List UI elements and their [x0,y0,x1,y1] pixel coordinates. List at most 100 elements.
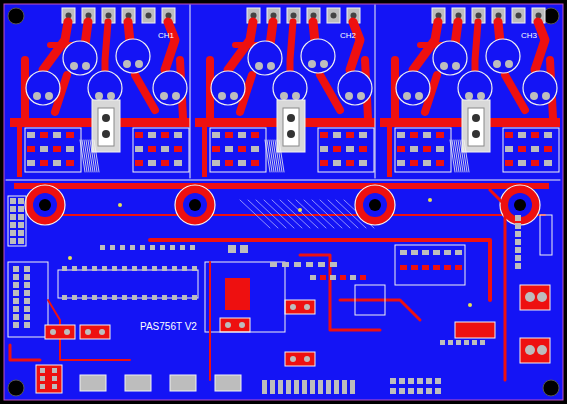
header-pin [140,245,145,250]
ic-pin [142,295,147,300]
drill-hole [102,114,110,122]
power-terminal [25,185,65,225]
copper-trace [300,255,380,330]
smd-pad [135,146,143,152]
smd-pad [410,132,418,138]
smd-pad [320,160,328,166]
smd-pad [436,132,444,138]
copper-trace [505,75,525,110]
header-pin [130,245,135,250]
ic-pin [162,295,167,300]
copper-trace [350,22,360,70]
terminal-pad [327,8,340,23]
transistor-body [92,100,120,152]
capacitor-pad [452,62,460,70]
connector-block [80,325,110,339]
mounting-hole [8,8,24,24]
smd-pad [27,160,35,166]
connector-pin [525,345,535,355]
smd-pad [212,146,220,152]
capacitor-pad [530,92,538,100]
ic-pin [142,266,147,271]
capacitor-pad [255,62,263,70]
smd-pad [212,160,220,166]
smd-pad [318,262,325,267]
header-pin [10,206,16,212]
smd-pad [238,146,246,152]
edge-pin [318,380,323,394]
smd-pad [320,275,326,280]
connector-pin [239,322,245,328]
copper-trace [490,190,505,380]
smd-pad [360,275,366,280]
transistor-tab [468,108,484,146]
capacitor-pad [230,92,238,100]
smd-pad [422,265,429,270]
smd-pad [350,275,356,280]
connector-pin [52,384,57,389]
header-pin [18,222,24,228]
transistor-body [462,100,490,152]
signal-trace [272,200,302,228]
drill-hole [39,199,51,211]
silkscreen-divider [6,180,560,181]
connector-pin [64,329,70,335]
silkscreen-outline [25,128,81,172]
smd-pad [135,132,143,138]
copper-trace [150,240,490,300]
smd-pad [359,160,367,166]
smd-pad [411,250,418,255]
header-pin [408,388,414,394]
smd-pad [423,160,431,166]
ic-pin [132,266,137,271]
ic-pin [82,295,87,300]
test-point [468,303,472,307]
silkscreen-label-box: CH3 [521,24,537,42]
header-pin [10,238,16,244]
edge-pin [286,380,291,394]
smd-pad [422,250,429,255]
header-pin [515,215,521,221]
smd-pad [340,275,346,280]
header-pin [390,388,396,394]
header-pin [24,314,30,320]
header-pin [160,245,165,250]
smd-pad [238,160,246,166]
silkscreen-outline [205,262,285,332]
ic-pin [172,266,177,271]
smd-pad [410,160,418,166]
ic-pin [192,295,197,300]
mounting-hole [8,380,24,396]
silkscreen-outline [503,128,559,172]
copper-trace [165,22,175,70]
switch-pad [80,375,106,391]
header-pin [13,322,19,328]
smd-pad [455,265,462,270]
smd-pad [40,160,48,166]
smd-pad [444,265,451,270]
edge-pin [278,380,283,394]
header-pin [515,239,521,245]
copper-trace [535,22,545,70]
header-pin [515,247,521,253]
smd-pad [505,160,513,166]
drill-hole [287,114,295,122]
capacitor-outline [396,71,430,105]
header-pin [18,238,24,244]
header-pin [10,222,16,228]
signal-trace [312,200,342,228]
ic-pin [72,266,77,271]
smd-pad [333,160,341,166]
header-pin [13,306,19,312]
smd-pad [464,340,469,345]
silkscreen-outline [395,245,465,285]
connector-pin [290,356,296,362]
smd-pad [333,132,341,138]
silkscreen-divider [190,5,191,178]
smd-pad [161,160,169,166]
capacitor-pad [542,92,550,100]
smd-pad [333,146,341,152]
connector-pin [40,376,45,381]
edge-pin [342,380,347,394]
header-pin [13,314,19,320]
